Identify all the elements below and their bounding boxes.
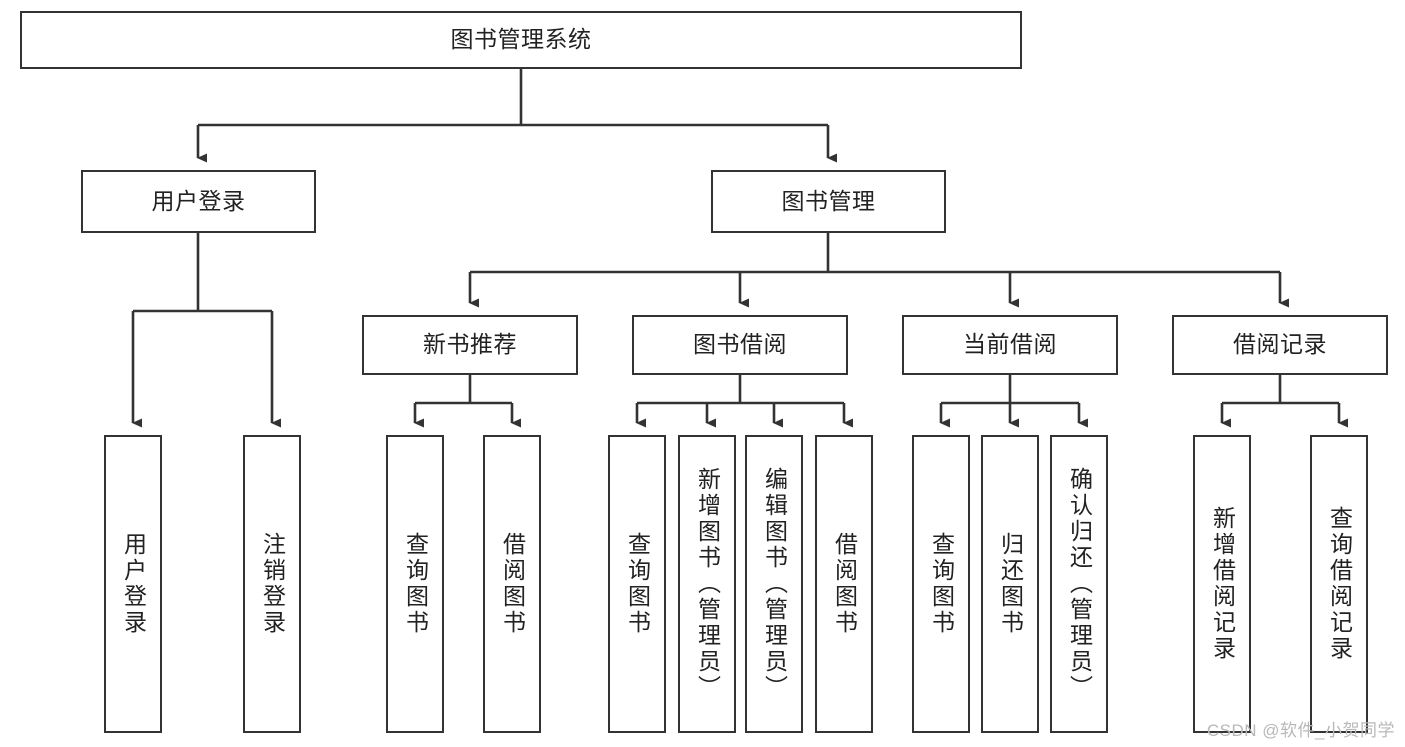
leaf-current-query-book[interactable]: 查询图书 <box>912 435 970 733</box>
node-book-management[interactable]: 图书管理 <box>711 170 946 233</box>
leaf-user-login-signout[interactable]: 注销登录 <box>243 435 301 733</box>
node-label: 用户登录 <box>120 532 147 636</box>
node-label: 借阅记录 <box>1233 331 1327 358</box>
leaf-current-confirm-return-admin[interactable]: 确认归还（管理员） <box>1050 435 1108 733</box>
leaf-borrow-add-book-admin[interactable]: 新增图书（管理员） <box>678 435 736 733</box>
node-label: 借阅图书 <box>831 532 858 636</box>
node-label: 查询图书 <box>624 532 651 636</box>
node-label: 查询图书 <box>402 532 429 636</box>
node-label: 新增图书（管理员） <box>694 467 721 701</box>
leaf-recommend-borrow-book[interactable]: 借阅图书 <box>483 435 541 733</box>
node-label: 注销登录 <box>259 532 286 636</box>
leaf-current-return-book[interactable]: 归还图书 <box>981 435 1039 733</box>
leaf-recommend-query-book[interactable]: 查询图书 <box>386 435 444 733</box>
node-root-system[interactable]: 图书管理系统 <box>20 11 1022 69</box>
node-label: 确认归还（管理员） <box>1066 467 1093 701</box>
node-label: 当前借阅 <box>963 331 1057 358</box>
node-label: 新增借阅记录 <box>1209 506 1236 662</box>
node-label: 用户登录 <box>151 187 246 214</box>
node-label: 图书管理 <box>781 187 876 214</box>
leaf-record-add-record[interactable]: 新增借阅记录 <box>1193 435 1251 733</box>
node-label: 查询借阅记录 <box>1326 506 1353 662</box>
leaf-borrow-borrow-book[interactable]: 借阅图书 <box>815 435 873 733</box>
node-current-borrow[interactable]: 当前借阅 <box>902 315 1118 375</box>
watermark-text: CSDN @软件_小贺同学 <box>1206 721 1395 740</box>
leaf-borrow-edit-book-admin[interactable]: 编辑图书（管理员） <box>745 435 803 733</box>
node-label: 编辑图书（管理员） <box>761 467 788 701</box>
node-new-book-recommend[interactable]: 新书推荐 <box>362 315 578 375</box>
node-label: 新书推荐 <box>423 331 517 358</box>
node-label: 查询图书 <box>928 532 955 636</box>
node-label: 借阅图书 <box>499 532 526 636</box>
leaf-user-login-signin[interactable]: 用户登录 <box>104 435 162 733</box>
node-borrow-record[interactable]: 借阅记录 <box>1172 315 1388 375</box>
leaf-record-query-record[interactable]: 查询借阅记录 <box>1310 435 1368 733</box>
node-label: 图书借阅 <box>693 331 787 358</box>
node-user-login[interactable]: 用户登录 <box>81 170 316 233</box>
node-label: 图书管理系统 <box>450 26 592 53</box>
node-label: 归还图书 <box>997 532 1024 636</box>
leaf-borrow-query-book[interactable]: 查询图书 <box>608 435 666 733</box>
node-book-borrow[interactable]: 图书借阅 <box>632 315 848 375</box>
